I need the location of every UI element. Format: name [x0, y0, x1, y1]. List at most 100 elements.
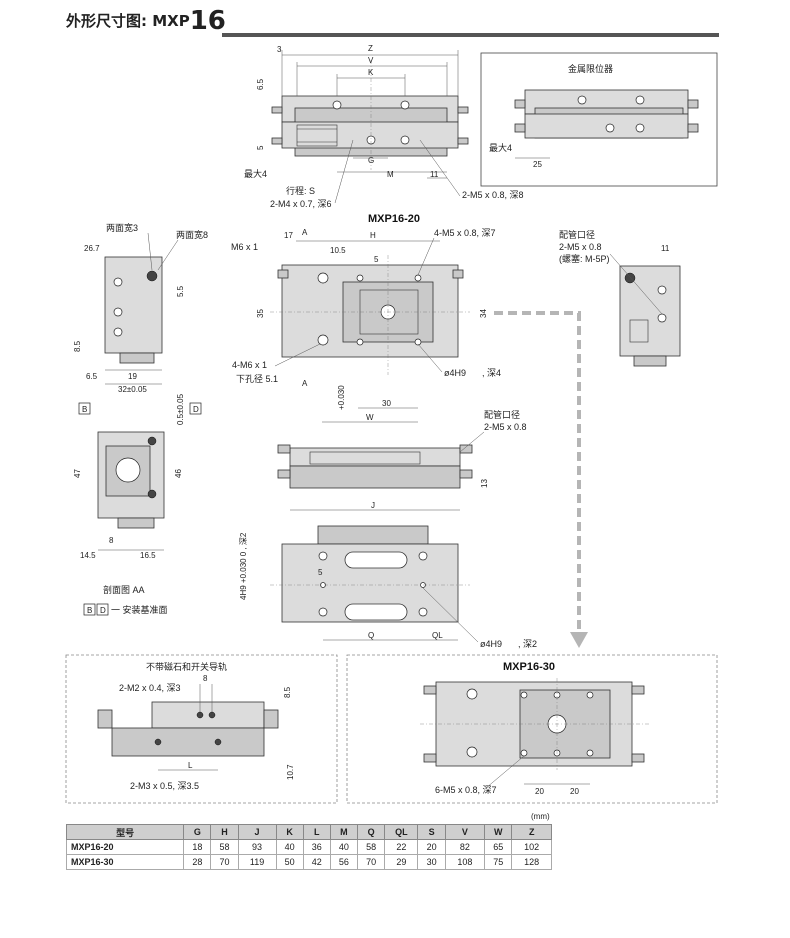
title-model-number: 16	[189, 6, 226, 36]
mount-ref-label: 一 安装基准面	[111, 604, 168, 615]
dim-35: 35	[256, 309, 265, 318]
dim-10-5: 10.5	[330, 246, 346, 255]
dim-34: 34	[479, 309, 488, 318]
col-header: K	[275, 824, 304, 840]
label-max4: 最大4	[244, 168, 267, 179]
stopper-dim-25: 25	[533, 160, 542, 169]
table-cell: 102	[511, 839, 552, 855]
stopper-left-bottom	[271, 137, 283, 145]
dim-20a: 20	[535, 787, 544, 796]
side-m5-08: 2-M5 x 0.8	[484, 422, 527, 432]
ref-d-2: D	[100, 606, 106, 615]
dim-8b: 8	[203, 674, 208, 683]
col-header: S	[417, 824, 446, 840]
page-title: 外形尺寸图: MXP16	[66, 6, 226, 36]
dim-0-5: 0.5±0.05	[176, 393, 185, 425]
dim-q: Q	[368, 631, 374, 640]
no-magnet-title: 不带磁石和开关导轨	[146, 661, 227, 672]
mxp16-20-title: MXP16-20	[368, 213, 420, 225]
right-end-view: 配管口径 2-M5 x 0.8 (螺塞: M-5P) 11	[559, 229, 681, 367]
ref-b: B	[82, 405, 87, 414]
table-cell: 70	[210, 854, 239, 870]
table-cell: 29	[384, 854, 419, 870]
table-cell: 40	[329, 839, 359, 855]
header-rule	[222, 33, 719, 37]
label-m5-depth7-4: 4-M5 x 0.8, 深7	[434, 228, 496, 238]
dim-h: H	[370, 231, 376, 240]
section-a-top: A	[302, 228, 308, 237]
mount-hole	[332, 100, 342, 110]
table-cell: 75	[484, 854, 513, 870]
label-phi4h9-depth4: ø4H9, 深4	[444, 368, 501, 378]
table-cell: 50	[275, 854, 304, 870]
label-m5-depth7-6: 6-M5 x 0.8, 深7	[435, 785, 497, 795]
table-cell: MXP16-30	[65, 854, 185, 870]
col-header: L	[302, 824, 331, 840]
dim-30: 30	[382, 399, 391, 408]
col-header: QL	[384, 824, 419, 840]
dim-16-5: 16.5	[140, 551, 156, 560]
dim-11b: 11	[661, 244, 670, 253]
dim-w: W	[366, 413, 374, 422]
mount-hole	[400, 100, 410, 110]
dim-m: M	[387, 170, 394, 179]
stopper-left-top	[271, 106, 283, 114]
table-cell: 58	[210, 839, 239, 855]
dim-5: 5	[256, 145, 265, 150]
label-pilot-hole: 下孔径 5.1	[236, 373, 278, 384]
dim-ql: QL	[432, 631, 443, 640]
stopper-right-bottom	[457, 137, 469, 145]
dim-14-5: 14.5	[80, 551, 96, 560]
no-magnet-panel: 不带磁石和开关导轨 2-M2 x 0.4, 深3 8 8.5 L 10.7 2-…	[65, 654, 338, 804]
dim-6-5b: 6.5	[86, 372, 98, 381]
label-stroke-s: 行程: S	[286, 185, 315, 196]
table-cell: 40	[275, 839, 304, 855]
ref-d: D	[193, 405, 199, 414]
table-cell: 93	[237, 839, 277, 855]
dim-8: 8	[109, 536, 114, 545]
col-header: J	[237, 824, 277, 840]
table-row: MXP16-20 18 58 93 40 36 40 58 22 20 82 6…	[65, 839, 552, 855]
label-m5-depth8: 2-M5 x 0.8, 深8	[462, 190, 524, 200]
bottom-view-middle: 5 4H9 +0.030 0 , 深2 Q QL ø4H9, 深2	[239, 525, 537, 649]
label-flats-3: 两面宽3	[106, 222, 138, 233]
label-m4-depth6: 2-M4 x 0.7, 深6	[270, 199, 332, 209]
col-header: G	[183, 824, 212, 840]
side-piping-port: 配管口径	[484, 409, 520, 420]
table-cell: 30	[417, 854, 446, 870]
table-cell: MXP16-20	[65, 839, 185, 855]
metal-stopper-title: 金属限位器	[568, 63, 613, 74]
table-header-row: 型号 G H J K L M Q QL S V W Z	[65, 824, 552, 840]
section-title: 剖面图 AA	[103, 584, 145, 595]
dim-5c: 5	[318, 568, 323, 577]
table-cell: 58	[357, 839, 386, 855]
label-m3-depth35: 2-M3 x 0.5, 深3.5	[130, 781, 199, 791]
table-cell: 65	[484, 839, 513, 855]
label-flats-8: 两面宽8	[176, 229, 208, 240]
dim-8-5b: 8.5	[283, 686, 292, 698]
dim-8-5: 8.5	[73, 340, 82, 352]
dim-10-7: 10.7	[286, 764, 295, 780]
dim-v: V	[368, 56, 374, 65]
section-a-bottom: A	[302, 379, 308, 388]
dim-k: K	[368, 68, 374, 77]
rail-detail	[296, 124, 338, 147]
dim-32: 32±0.05	[118, 385, 147, 394]
col-header: H	[210, 824, 239, 840]
table-cell: 82	[444, 839, 486, 855]
mxp16-30-title: MXP16-30	[503, 661, 555, 673]
dim-l: L	[188, 761, 193, 770]
dim-5-5: 5.5	[176, 285, 185, 297]
mount-hole	[400, 135, 410, 145]
table-cell: 56	[329, 854, 359, 870]
stopper-right-top	[457, 106, 469, 114]
label-m6x1: M6 x 1	[231, 242, 258, 252]
section-aa-view: B D 0.5±0.05 47 46 14.5 8 16.5 剖面图 AA B …	[73, 393, 202, 616]
col-header: Z	[511, 824, 552, 840]
table-cell: 18	[183, 839, 212, 855]
label-m6x1-4: 4-M6 x 1	[232, 360, 267, 370]
label-piping-port: 配管口径	[559, 229, 595, 240]
table-unit: (mm)	[531, 812, 550, 821]
